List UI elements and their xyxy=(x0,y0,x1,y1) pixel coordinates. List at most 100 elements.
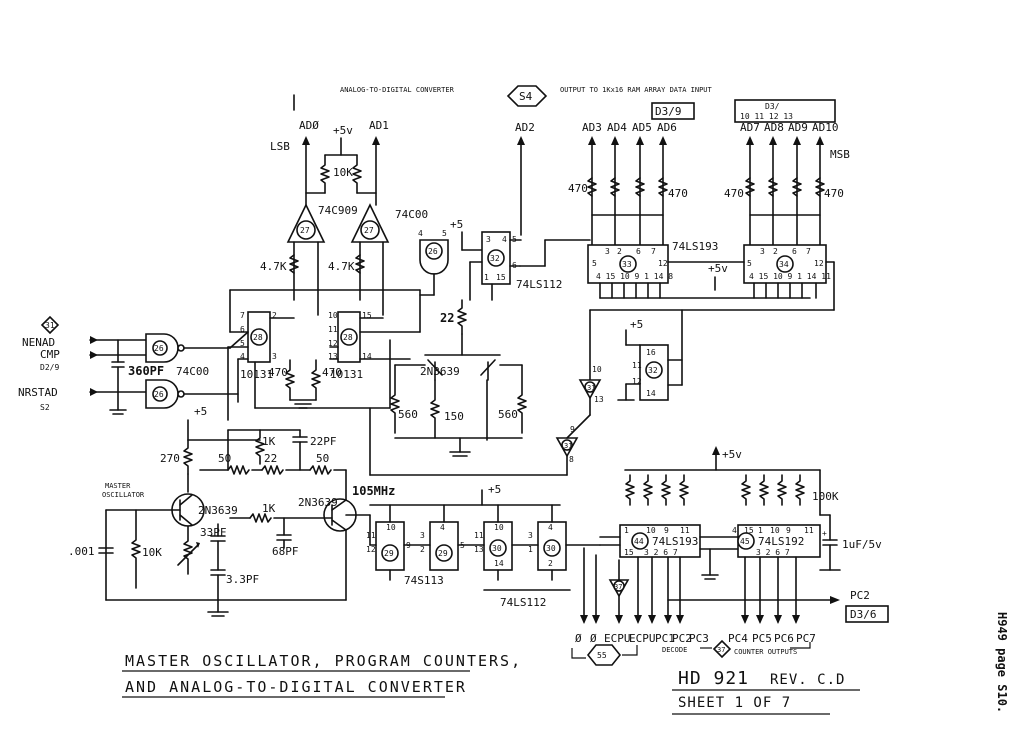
title-line-1: MASTER OSCILLATOR, PROGRAM COUNTERS, xyxy=(125,652,522,670)
ref-d3-top: D3/ xyxy=(765,102,780,111)
c001-label: .001 xyxy=(68,545,95,558)
ad3-label: AD3 xyxy=(582,121,602,134)
u26-c: 26 xyxy=(428,247,438,256)
v5-ff32: +5 xyxy=(630,318,643,331)
u26-type: 74C00 xyxy=(176,365,209,378)
msb-label: MSB xyxy=(830,148,850,161)
svg-text:4 15 10 9 1 14 8: 4 15 10 9 1 14 8 xyxy=(596,272,673,281)
bit-outputs: LSB ADØ AD1 AD2 AD3 AD4 AD5 AD6 AD7 AD8 … xyxy=(270,119,850,246)
ref-d3-box xyxy=(734,99,836,123)
u29-b xyxy=(429,521,459,571)
svg-text:9: 9 xyxy=(570,425,575,434)
ref31-diamond xyxy=(40,315,60,335)
bus-title: ANALOG-TO-DIGITAL CONVERTER xyxy=(340,86,455,94)
svg-text:6: 6 xyxy=(636,247,641,256)
u28-type-a: 10131 xyxy=(240,368,273,381)
u31-a: 31 xyxy=(587,384,595,392)
u45-num: 45 xyxy=(740,537,750,546)
side-note: H949 page S10. xyxy=(995,612,1009,713)
svg-text:5: 5 xyxy=(442,229,447,238)
svg-text:5: 5 xyxy=(592,259,597,268)
out-pc1: PC1 xyxy=(655,632,675,645)
svg-text:3: 3 xyxy=(605,247,610,256)
svg-text:2: 2 xyxy=(272,311,277,320)
svg-text:11: 11 xyxy=(366,531,376,540)
svg-text:3: 3 xyxy=(486,235,491,244)
ref37-diamond xyxy=(712,639,732,659)
u31-b: 31 xyxy=(564,442,572,450)
out-phi1: Ø xyxy=(575,632,582,645)
svg-text:9: 9 xyxy=(664,526,669,535)
ad5-label: AD5 xyxy=(632,121,652,134)
svg-text:11: 11 xyxy=(328,325,338,334)
u30-a-num: 30 xyxy=(492,544,502,553)
svg-text:1: 1 xyxy=(528,545,533,554)
svg-text:4: 4 xyxy=(548,523,553,532)
out-pc3: PC3 xyxy=(689,632,709,645)
svg-text:10: 10 xyxy=(328,311,338,320)
svg-text:12: 12 xyxy=(814,259,824,268)
ref55-hexagon xyxy=(586,644,622,666)
u29-type: 74S113 xyxy=(404,574,444,587)
u33-num: 33 xyxy=(622,260,632,269)
v5-counter: +5v xyxy=(708,262,728,275)
cmp-label: CMP xyxy=(40,348,60,361)
ad2-label: AD2 xyxy=(515,121,535,134)
bus-ref-hexagon xyxy=(506,85,548,107)
doc-number: HD 921 xyxy=(678,668,749,689)
lsb-label: LSB xyxy=(270,140,290,153)
v5-label-top: +5v xyxy=(333,124,353,137)
title-line-2: AND ANALOG-TO-DIGITAL CONVERTER xyxy=(125,678,467,696)
out-pc6: PC6 xyxy=(774,632,794,645)
v5-osc: +5 xyxy=(194,405,207,418)
svg-text:12: 12 xyxy=(658,259,668,268)
nrstad-label: NRSTAD xyxy=(18,386,58,399)
decode-label: DECODE xyxy=(662,646,687,654)
r1k-top: 1K xyxy=(262,435,276,448)
svg-text:2: 2 xyxy=(548,559,553,568)
r270-label: 270 xyxy=(160,452,180,465)
out-ecpu2: ECPU xyxy=(629,632,656,645)
c22-label: 22PF xyxy=(310,435,337,448)
u32-type: 74LS112 xyxy=(516,278,562,291)
ad8-label: AD8 xyxy=(764,121,784,134)
svg-text:10: 10 xyxy=(494,523,504,532)
svg-text:15: 15 xyxy=(496,273,506,282)
u44-num: 44 xyxy=(634,537,644,546)
u28-a-num: 28 xyxy=(253,333,263,342)
svg-text:7: 7 xyxy=(651,247,656,256)
v5-prescaler: +5 xyxy=(488,483,501,496)
out-pc7: PC7 xyxy=(796,632,816,645)
c360-label: 360PF xyxy=(128,364,164,378)
svg-text:5: 5 xyxy=(747,259,752,268)
r47k-b: 4.7K xyxy=(328,260,355,273)
svg-text:3: 3 xyxy=(760,247,765,256)
svg-text:12: 12 xyxy=(632,377,642,386)
svg-text:4: 4 xyxy=(440,523,445,532)
svg-text:1: 1 xyxy=(758,526,763,535)
svg-text:12: 12 xyxy=(366,545,376,554)
nenad-label: NENAD xyxy=(22,336,55,349)
out-phi2: Ø xyxy=(590,632,597,645)
svg-text:5: 5 xyxy=(240,339,245,348)
ad1-label: AD1 xyxy=(369,119,389,132)
u32-a-num: 32 xyxy=(490,254,500,263)
svg-text:14: 14 xyxy=(646,389,656,398)
svg-text:4 15 10 9 1 14 11: 4 15 10 9 1 14 11 xyxy=(749,272,831,281)
ref37-b: 37 xyxy=(717,646,725,654)
r470-b: 470 xyxy=(322,366,342,379)
revision: REV. C.D xyxy=(770,672,845,688)
r47k-a: 4.7K xyxy=(260,260,287,273)
svg-text:4: 4 xyxy=(502,235,507,244)
r50-b: 50 xyxy=(316,452,329,465)
svg-text:4: 4 xyxy=(240,352,245,361)
freq-label: 105MHz xyxy=(352,484,395,498)
u30-type: 74LS112 xyxy=(500,596,546,609)
r560-b: 560 xyxy=(498,408,518,421)
cmp-ref: D2/9 xyxy=(40,363,59,372)
ad10-label: AD10 xyxy=(812,121,839,134)
r470-c: 470 xyxy=(568,182,588,195)
